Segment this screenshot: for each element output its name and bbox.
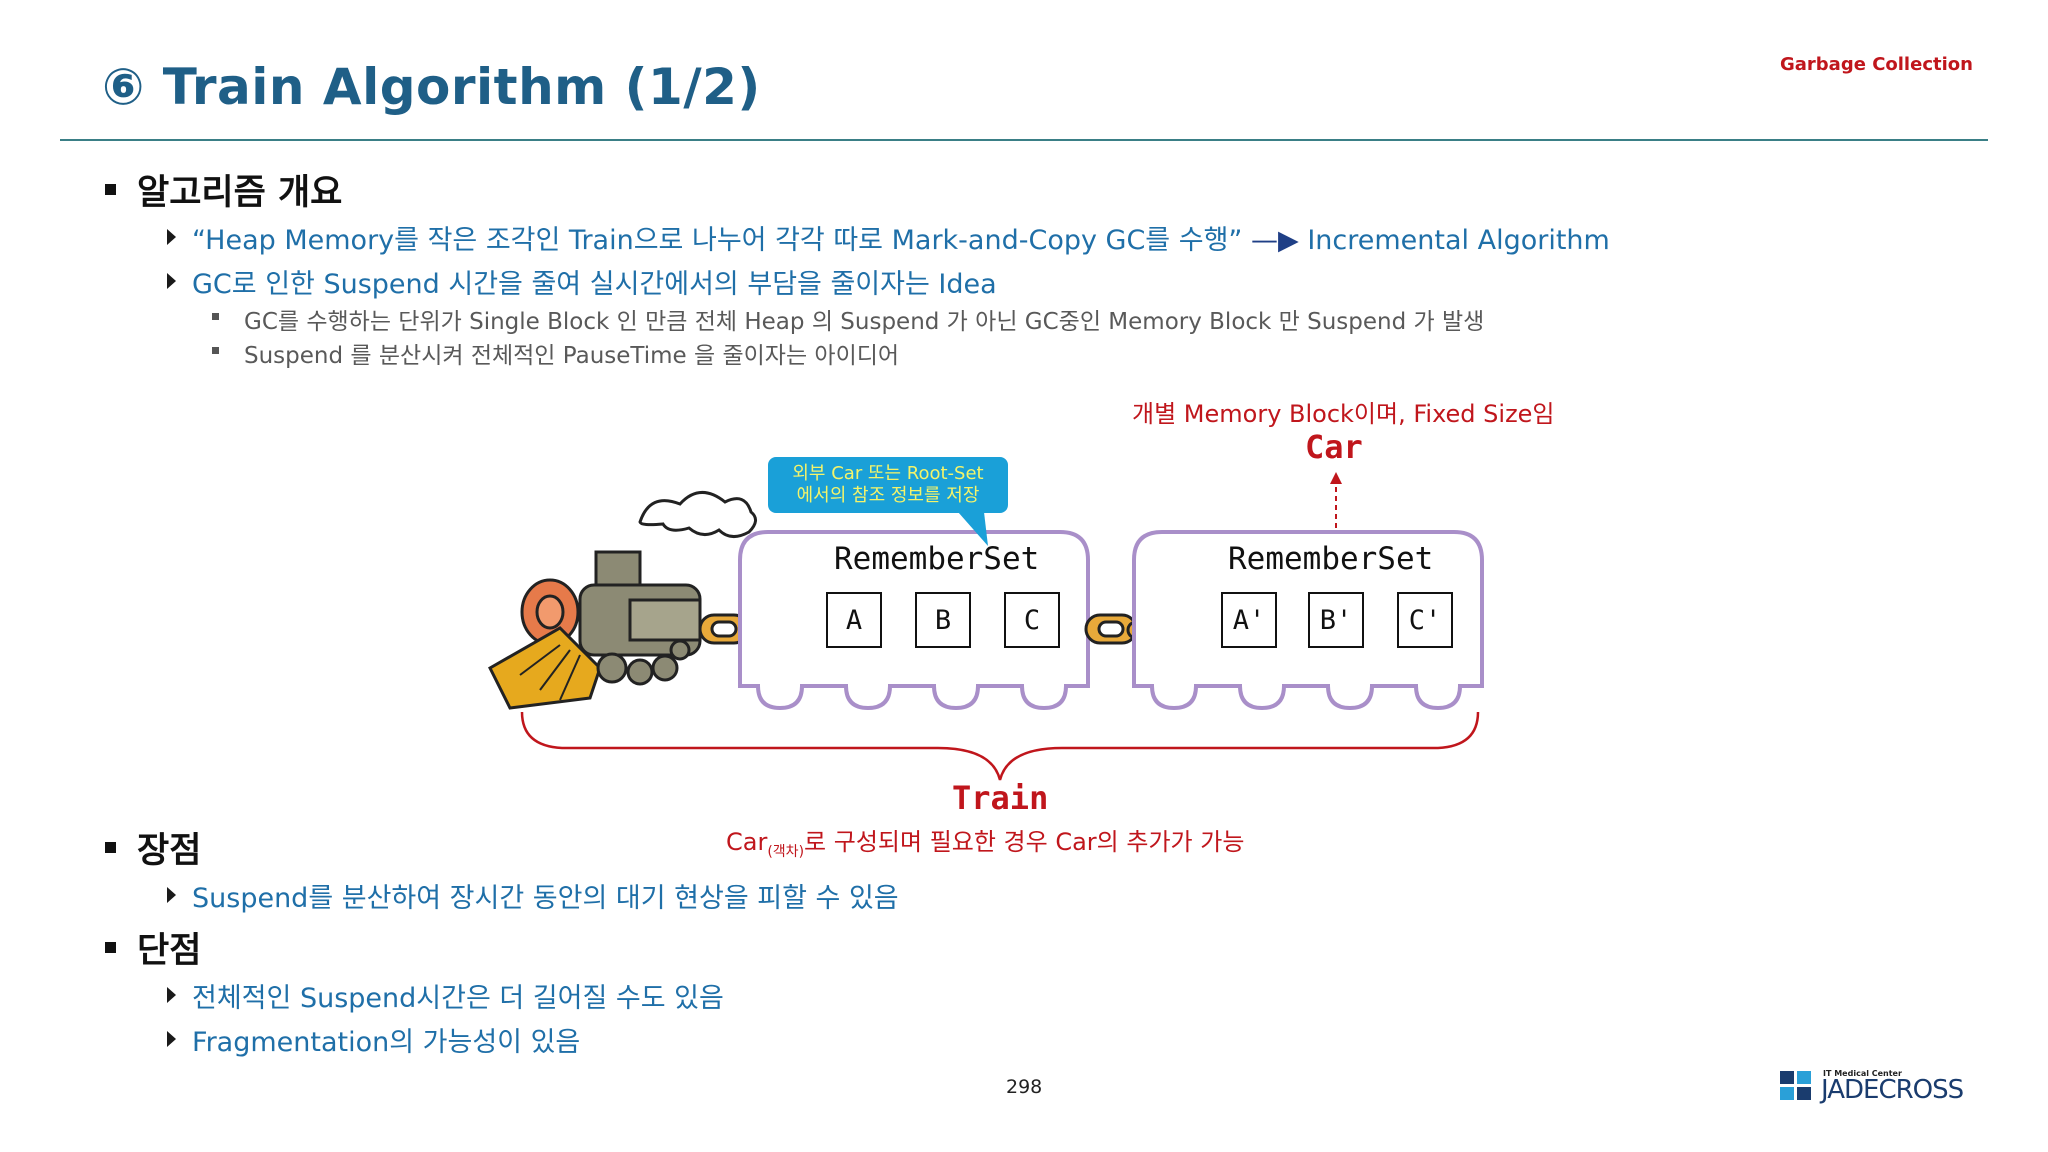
bullet-triangle <box>167 987 176 1003</box>
object-box: C <box>1004 592 1060 648</box>
object-box: A' <box>1221 592 1277 648</box>
page-title: ⑥ Train Algorithm (1/2) <box>102 58 761 116</box>
train-label: Train <box>952 779 1049 817</box>
car-note: 개별 Memory Block이며, Fixed Size임 <box>1132 400 1555 428</box>
object-box: B <box>915 592 971 648</box>
cons-item-2: Fragmentation의 가능성이 있음 <box>192 1027 581 1058</box>
arrow-icon: —▶ <box>1250 225 1299 256</box>
bullet-square <box>105 842 116 853</box>
bullet-triangle <box>167 229 176 245</box>
jadecross-logo-icon <box>1780 1071 1811 1100</box>
header-divider <box>60 139 1988 141</box>
car1-rememberset-title: RememberSet <box>834 541 1040 577</box>
cons-item-1: 전체적인 Suspend시간은 더 길어질 수도 있음 <box>192 983 724 1014</box>
bullet-square-small <box>212 347 219 354</box>
cons-heading: 단점 <box>137 931 202 971</box>
pros-heading: 장점 <box>137 831 202 871</box>
logo-text: JADECROSS <box>1821 1075 1964 1105</box>
bullet-triangle <box>167 273 176 289</box>
pros-item-1: Suspend를 분산하여 장시간 동안의 대기 현상을 피할 수 있음 <box>192 883 899 914</box>
arrow-up-icon <box>1330 472 1342 484</box>
train-description: Car(객차)로 구성되며 필요한 경우 Car의 추가가 가능 <box>726 828 1245 860</box>
callout-tail <box>958 512 988 546</box>
bullet-square <box>105 184 116 195</box>
bullet-square <box>105 942 116 953</box>
object-box: C' <box>1397 592 1453 648</box>
overview-subitem-1: GC를 수행하는 단위가 Single Block 인 만큼 전체 Heap 의… <box>244 309 1485 335</box>
bullet-triangle <box>167 1031 176 1047</box>
section-tag: Garbage Collection <box>1780 54 1973 75</box>
car1-body <box>738 530 1090 711</box>
train-brace <box>520 711 1480 781</box>
overview-subitem-2: Suspend 를 분산시켜 전체적인 PauseTime 을 줄이자는 아이디… <box>244 343 900 369</box>
locomotive-icon <box>488 491 757 710</box>
overview-item-2: GC로 인한 Suspend 시간을 줄여 실시간에서의 부담을 줄이자는 Id… <box>192 269 997 300</box>
bullet-triangle <box>167 887 176 903</box>
object-box: B' <box>1308 592 1364 648</box>
car-label: Car <box>1305 428 1363 466</box>
object-box: A <box>826 592 882 648</box>
logo-subtitle: IT Medical Center <box>1823 1069 1902 1078</box>
page-number: 298 <box>1006 1076 1043 1098</box>
bullet-square-small <box>212 313 219 320</box>
overview-item-1: “Heap Memory를 작은 조각인 Train으로 나누어 각각 따로 M… <box>192 225 1610 256</box>
rememberset-callout: 외부 Car 또는 Root-Set 에서의 참조 정보를 저장 <box>768 457 1008 513</box>
overview-heading: 알고리즘 개요 <box>137 173 343 213</box>
car2-rememberset-title: RememberSet <box>1228 541 1434 577</box>
